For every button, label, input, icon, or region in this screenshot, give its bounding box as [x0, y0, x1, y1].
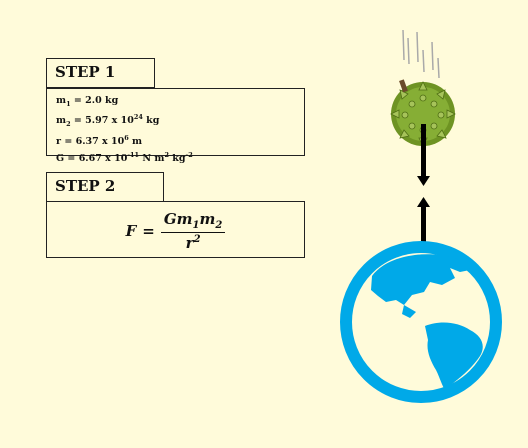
step2-panel: F = Gm1m2 r2: [46, 201, 305, 258]
step1-title: STEP 1: [46, 58, 155, 88]
var-g: G = 6.67 x 10-11 N m2 kg-2: [56, 150, 193, 164]
durian-icon: [390, 79, 456, 147]
force-arrow-up-icon: [417, 197, 430, 260]
gravity-formula: F = Gm1m2 r2: [47, 210, 304, 252]
earth-icon: [340, 241, 502, 403]
step2-title-text: STEP 2: [55, 177, 116, 195]
step2-title: STEP 2: [46, 172, 164, 202]
step1-variables: m1 = 2.0 kg m2 = 5.97 x 1024 kg r = 6.37…: [47, 89, 304, 165]
var-m1: m1 = 2.0 kg: [56, 95, 119, 108]
motion-lines: [402, 29, 440, 79]
var-m2: m2 = 5.97 x 1024 kg: [56, 113, 160, 129]
step1-title-text: STEP 1: [55, 63, 116, 81]
step1-panel: m1 = 2.0 kg m2 = 5.97 x 1024 kg r = 6.37…: [46, 88, 305, 164]
formula-denominator: r2: [185, 234, 201, 252]
formula-numerator: Gm1m2: [160, 210, 226, 233]
var-r: r = 6.37 x 106 m: [56, 133, 143, 148]
formula-fraction: Gm1m2 r2: [160, 210, 226, 252]
force-arrow-down-icon: [417, 124, 430, 186]
